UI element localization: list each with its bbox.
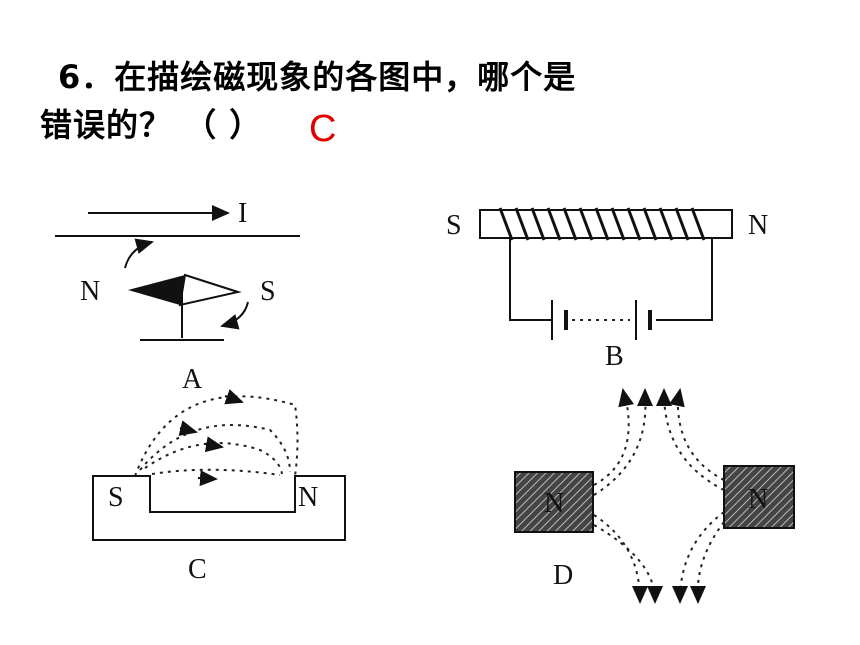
- rotation-arrow-bottom-icon: [220, 301, 249, 330]
- current-label: I: [238, 198, 247, 229]
- circuit-wire-right: [656, 238, 713, 321]
- field-line-down-4: [696, 521, 725, 601]
- field-arrow-1-icon: [224, 389, 244, 405]
- question-line-1: 6．在描绘磁现象的各图中，哪个是: [58, 58, 577, 96]
- field-line-down-2: [593, 524, 656, 601]
- field-line-3: [144, 442, 283, 475]
- needle-north-half: [128, 275, 185, 305]
- field-line-up-3: [676, 394, 725, 481]
- figure-d-caption: D: [553, 560, 573, 591]
- figure-b: S N B: [446, 207, 768, 372]
- field-line-down-3: [679, 511, 725, 601]
- right-pole-label: N: [748, 484, 768, 515]
- figure-d: N N D: [514, 388, 795, 604]
- field-line-up-4: [663, 394, 725, 491]
- left-bar-magnet: [514, 471, 594, 533]
- question-line-2: 错误的？ （ ）: [40, 106, 263, 144]
- field-arrow-3-icon: [204, 436, 224, 453]
- field-line-2: [139, 424, 291, 473]
- figure-a: I N S A: [55, 198, 300, 395]
- needle-south-half: [178, 273, 242, 307]
- solenoid-south-label: S: [446, 210, 462, 241]
- field-line-4: [151, 468, 281, 476]
- field-line-up-2: [593, 394, 647, 496]
- field-arrow-4-icon: [197, 470, 218, 487]
- field-arrow-2-icon: [178, 420, 198, 436]
- figure-b-caption: B: [605, 341, 624, 372]
- figure-c-caption: C: [188, 554, 207, 585]
- field-line-1: [134, 395, 299, 477]
- up-arrow-1-icon: [618, 388, 634, 408]
- needle-south-label: S: [260, 276, 276, 307]
- circuit-wire-left: [509, 238, 552, 321]
- right-bar-magnet: [723, 465, 795, 529]
- field-line-down-1: [593, 514, 641, 601]
- needle-north-label: N: [80, 276, 100, 307]
- horseshoe-magnet: [92, 475, 346, 541]
- answer-mark: C: [309, 108, 337, 150]
- figure-c: S N C: [92, 389, 346, 585]
- rotation-arrow-top-icon: [124, 238, 154, 269]
- up-arrow-4-icon: [669, 388, 685, 408]
- field-line-up-1: [593, 394, 630, 486]
- solenoid-north-label: N: [748, 210, 768, 241]
- magnet-south-label: S: [108, 482, 124, 513]
- magnet-north-label: N: [298, 482, 318, 513]
- left-pole-label: N: [544, 488, 564, 519]
- figure-a-caption: A: [182, 364, 203, 395]
- solenoid-coil: [498, 207, 706, 241]
